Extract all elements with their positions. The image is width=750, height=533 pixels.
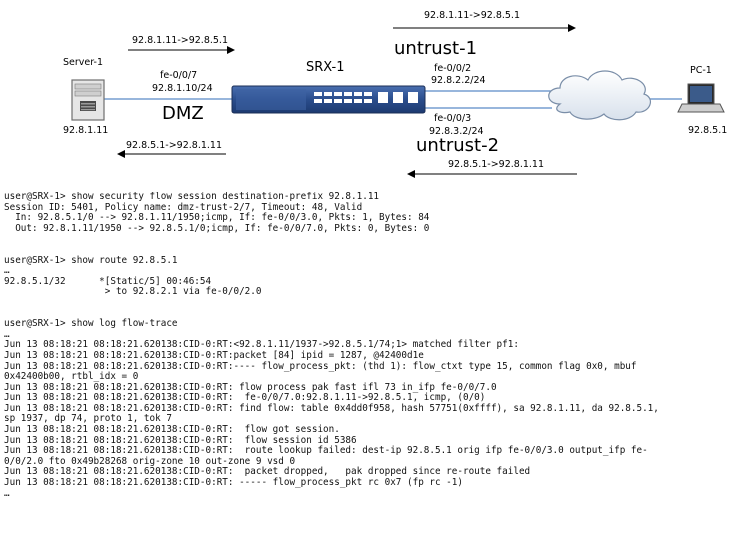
- untrust2-interface: fe-0/0/3: [434, 113, 472, 124]
- terminal-line: Out: 92.8.1.11/1950 --> 92.8.5.1/0;icmp,…: [4, 222, 430, 234]
- terminal-line: Jun 13 08:18:21 08:18:21.620138:CID-0:RT…: [4, 402, 659, 414]
- flow-label-bottom-left: 92.8.5.1->92.8.1.11: [126, 140, 222, 151]
- terminal-line: sp 1937, dp 74, proto 1, tok 7: [4, 413, 172, 425]
- terminal-line: > to 92.8.2.1 via fe-0/0/2.0: [4, 286, 262, 298]
- terminal-line: Jun 13 08:18:21 08:18:21.620138:CID-0:RT…: [4, 349, 424, 361]
- terminal-line: Jun 13 08:18:21 08:18:21.620138:CID-0:RT…: [4, 424, 340, 436]
- terminal-line: Jun 13 08:18:21 08:18:21.620138:CID-0:RT…: [4, 392, 486, 404]
- terminal-line: Jun 13 08:18:21 08:18:21.620138:CID-0:RT…: [4, 434, 357, 446]
- srx-name: SRX-1: [306, 60, 345, 75]
- untrust1-address: 92.8.2.2/24: [431, 75, 486, 86]
- dmz-address: 92.8.1.10/24: [152, 83, 213, 94]
- terminal-line: Jun 13 08:18:21 08:18:21.620138:CID-0:RT…: [4, 339, 519, 351]
- spacer: [4, 298, 746, 309]
- terminal-line: …: [4, 265, 10, 277]
- pc-name: PC-1: [690, 65, 712, 76]
- flow-label-top-left: 92.8.1.11->92.8.5.1: [132, 35, 228, 46]
- terminal-line: 0x42400b00, rtbl_idx = 0: [4, 371, 139, 383]
- terminal-line: Jun 13 08:18:21 08:18:21.620138:CID-0:RT…: [4, 477, 463, 489]
- terminal-line: Session ID: 5401, Policy name: dmz-trust…: [4, 201, 363, 213]
- untrust2-address: 92.8.3.2/24: [429, 126, 484, 137]
- spacer: [4, 245, 746, 256]
- session-output-block: user@SRX-1> show security flow session d…: [4, 192, 746, 234]
- untrust1-interface: fe-0/0/2: [434, 63, 472, 74]
- flow-trace-output-block: user@SRX-1> show log flow-trace…Jun 13 0…: [4, 319, 746, 499]
- terminal-line: user@SRX-1> show security flow session d…: [4, 192, 380, 202]
- server-ip: 92.8.1.11: [63, 125, 109, 136]
- terminal-line: 0/0/2.0 fto 0x49b28268 orig-zone 10 out-…: [4, 455, 296, 467]
- pc-ip: 92.8.5.1: [688, 125, 728, 136]
- flow-label-top-right: 92.8.1.11->92.8.5.1: [424, 10, 520, 21]
- terminal-line: In: 92.8.5.1/0 --> 92.8.1.11/1950;icmp, …: [4, 212, 430, 224]
- network-diagram: Server-1 92.8.1.11 SRX-1 PC-1 92.8.5.1 f…: [0, 0, 750, 190]
- terminal-line: Jun 13 08:18:21 08:18:21.620138:CID-0:RT…: [4, 360, 637, 372]
- terminal-line: user@SRX-1> show log flow-trace: [4, 318, 178, 330]
- cli-output: user@SRX-1> show security flow session d…: [4, 192, 746, 530]
- server-icon: [71, 79, 105, 121]
- terminal-line: …: [4, 328, 10, 340]
- terminal-line: 92.8.5.1/32 *[Static/5] 00:46:54: [4, 275, 212, 287]
- internet-cloud-icon: [548, 70, 652, 121]
- terminal-line: Jun 13 08:18:21 08:18:21.620138:CID-0:RT…: [4, 445, 648, 457]
- server-name: Server-1: [63, 57, 104, 68]
- dmz-zone-label: DMZ: [162, 103, 204, 124]
- terminal-line: user@SRX-1> show route 92.8.5.1: [4, 254, 178, 266]
- flow-label-bottom-right: 92.8.5.1->92.8.1.11: [448, 159, 544, 170]
- terminal-line: Jun 13 08:18:21 08:18:21.620138:CID-0:RT…: [4, 466, 531, 478]
- srx-firewall-icon: [231, 85, 426, 114]
- route-output-block: user@SRX-1> show route 92.8.5.1…92.8.5.1…: [4, 254, 746, 298]
- terminal-line: …: [4, 487, 10, 499]
- untrust1-zone-label: untrust-1: [394, 38, 478, 59]
- untrust2-zone-label: untrust-2: [416, 135, 500, 156]
- dmz-interface: fe-0/0/7: [160, 70, 198, 81]
- spacer: [4, 234, 746, 245]
- laptop-icon: [677, 83, 725, 113]
- terminal-line: Jun 13 08:18:21 08:18:21.620138:CID-0:RT…: [4, 381, 497, 393]
